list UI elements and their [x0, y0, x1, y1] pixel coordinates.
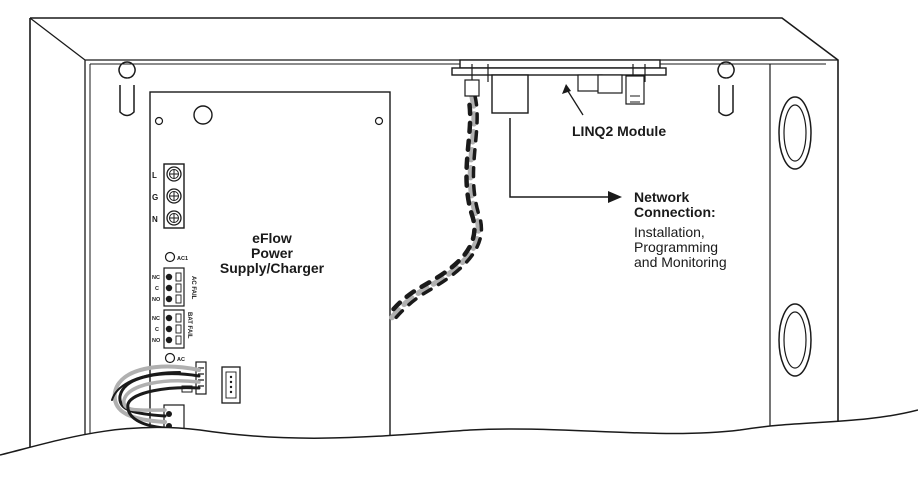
- module-pointer-line: [565, 87, 584, 116]
- board-mount-hole: [193, 105, 213, 125]
- keyhole-right-icon: [717, 61, 735, 117]
- relay-row-label-3: NO: [152, 297, 161, 303]
- module-pointer-arrowhead: [562, 84, 571, 94]
- terminal-label-n: N: [152, 215, 158, 224]
- output-terminal-1: [166, 411, 172, 417]
- network-label-line-2: Connection:: [634, 204, 716, 220]
- relay-row-label-4: NC: [152, 316, 160, 322]
- relay-row-label-6: NO: [152, 338, 161, 344]
- power-supply-title-line-3: Supply/Charger: [220, 260, 325, 276]
- network-label-line-5: and Monitoring: [634, 254, 727, 270]
- battery-connector: [221, 366, 241, 404]
- terminal-screw-n-icon: [166, 210, 182, 226]
- relay-row-label-2: C: [155, 286, 159, 292]
- enclosure-back-panel: [89, 63, 826, 455]
- dc-output-connector: [195, 361, 207, 395]
- ac-fail-label: AC FAIL: [190, 276, 196, 300]
- network-label-line-3: Installation,: [634, 224, 705, 240]
- board-screw-left: [154, 116, 164, 126]
- power-supply-title-line-2: Power: [251, 245, 294, 261]
- ac1-label: AC1: [177, 256, 188, 262]
- enclosure-top-edge: [30, 17, 839, 455]
- bat-fail-label: BAT FAIL: [186, 312, 192, 339]
- relay-row-label-1: NC: [152, 275, 160, 281]
- terminal-screw-l-icon: [166, 166, 182, 182]
- relay-terminal-block-lower: [163, 309, 185, 349]
- twisted-interconnect-cable: [385, 93, 483, 324]
- network-connection-arrowhead: [608, 191, 622, 203]
- knockout-top-inner: [783, 104, 807, 162]
- dc-harness-cable: [111, 364, 201, 430]
- ac-led-label: AC: [177, 357, 185, 363]
- power-supply-board: [149, 91, 391, 455]
- knockout-top: [778, 96, 812, 170]
- linq2-module: [451, 59, 667, 114]
- enclosure-group: L G N AC1 NC C NO NC C NO AC FAIL BAT FA…: [29, 17, 839, 455]
- relay-row-label-5: C: [155, 327, 159, 333]
- terminal-label-g: G: [152, 193, 158, 202]
- network-jack: [491, 74, 529, 114]
- battery-connector-inner: [225, 371, 237, 399]
- ac-led: [164, 352, 176, 364]
- linq2-module-label: LINQ2 Module: [572, 123, 666, 139]
- power-supply-title-line-1: eFlow: [252, 230, 292, 246]
- keyhole-left-icon: [118, 61, 136, 117]
- relay-terminals: [165, 272, 182, 345]
- network-label-line-1: Network: [634, 189, 689, 205]
- ac1-led: [164, 251, 176, 263]
- dc-output-pins: [198, 367, 204, 387]
- network-label-line-4: Programming: [634, 239, 718, 255]
- battery-connector-pins: [229, 375, 233, 394]
- terminal-screw-g-icon: [166, 188, 182, 204]
- terminal-label-l: L: [152, 171, 157, 180]
- network-connection-line: [509, 118, 610, 198]
- torn-edge: [0, 409, 918, 456]
- knockout-bottom: [778, 303, 812, 377]
- board-screw-right: [374, 116, 384, 126]
- knockout-bottom-inner: [783, 311, 807, 369]
- relay-terminal-block-upper: [163, 267, 185, 307]
